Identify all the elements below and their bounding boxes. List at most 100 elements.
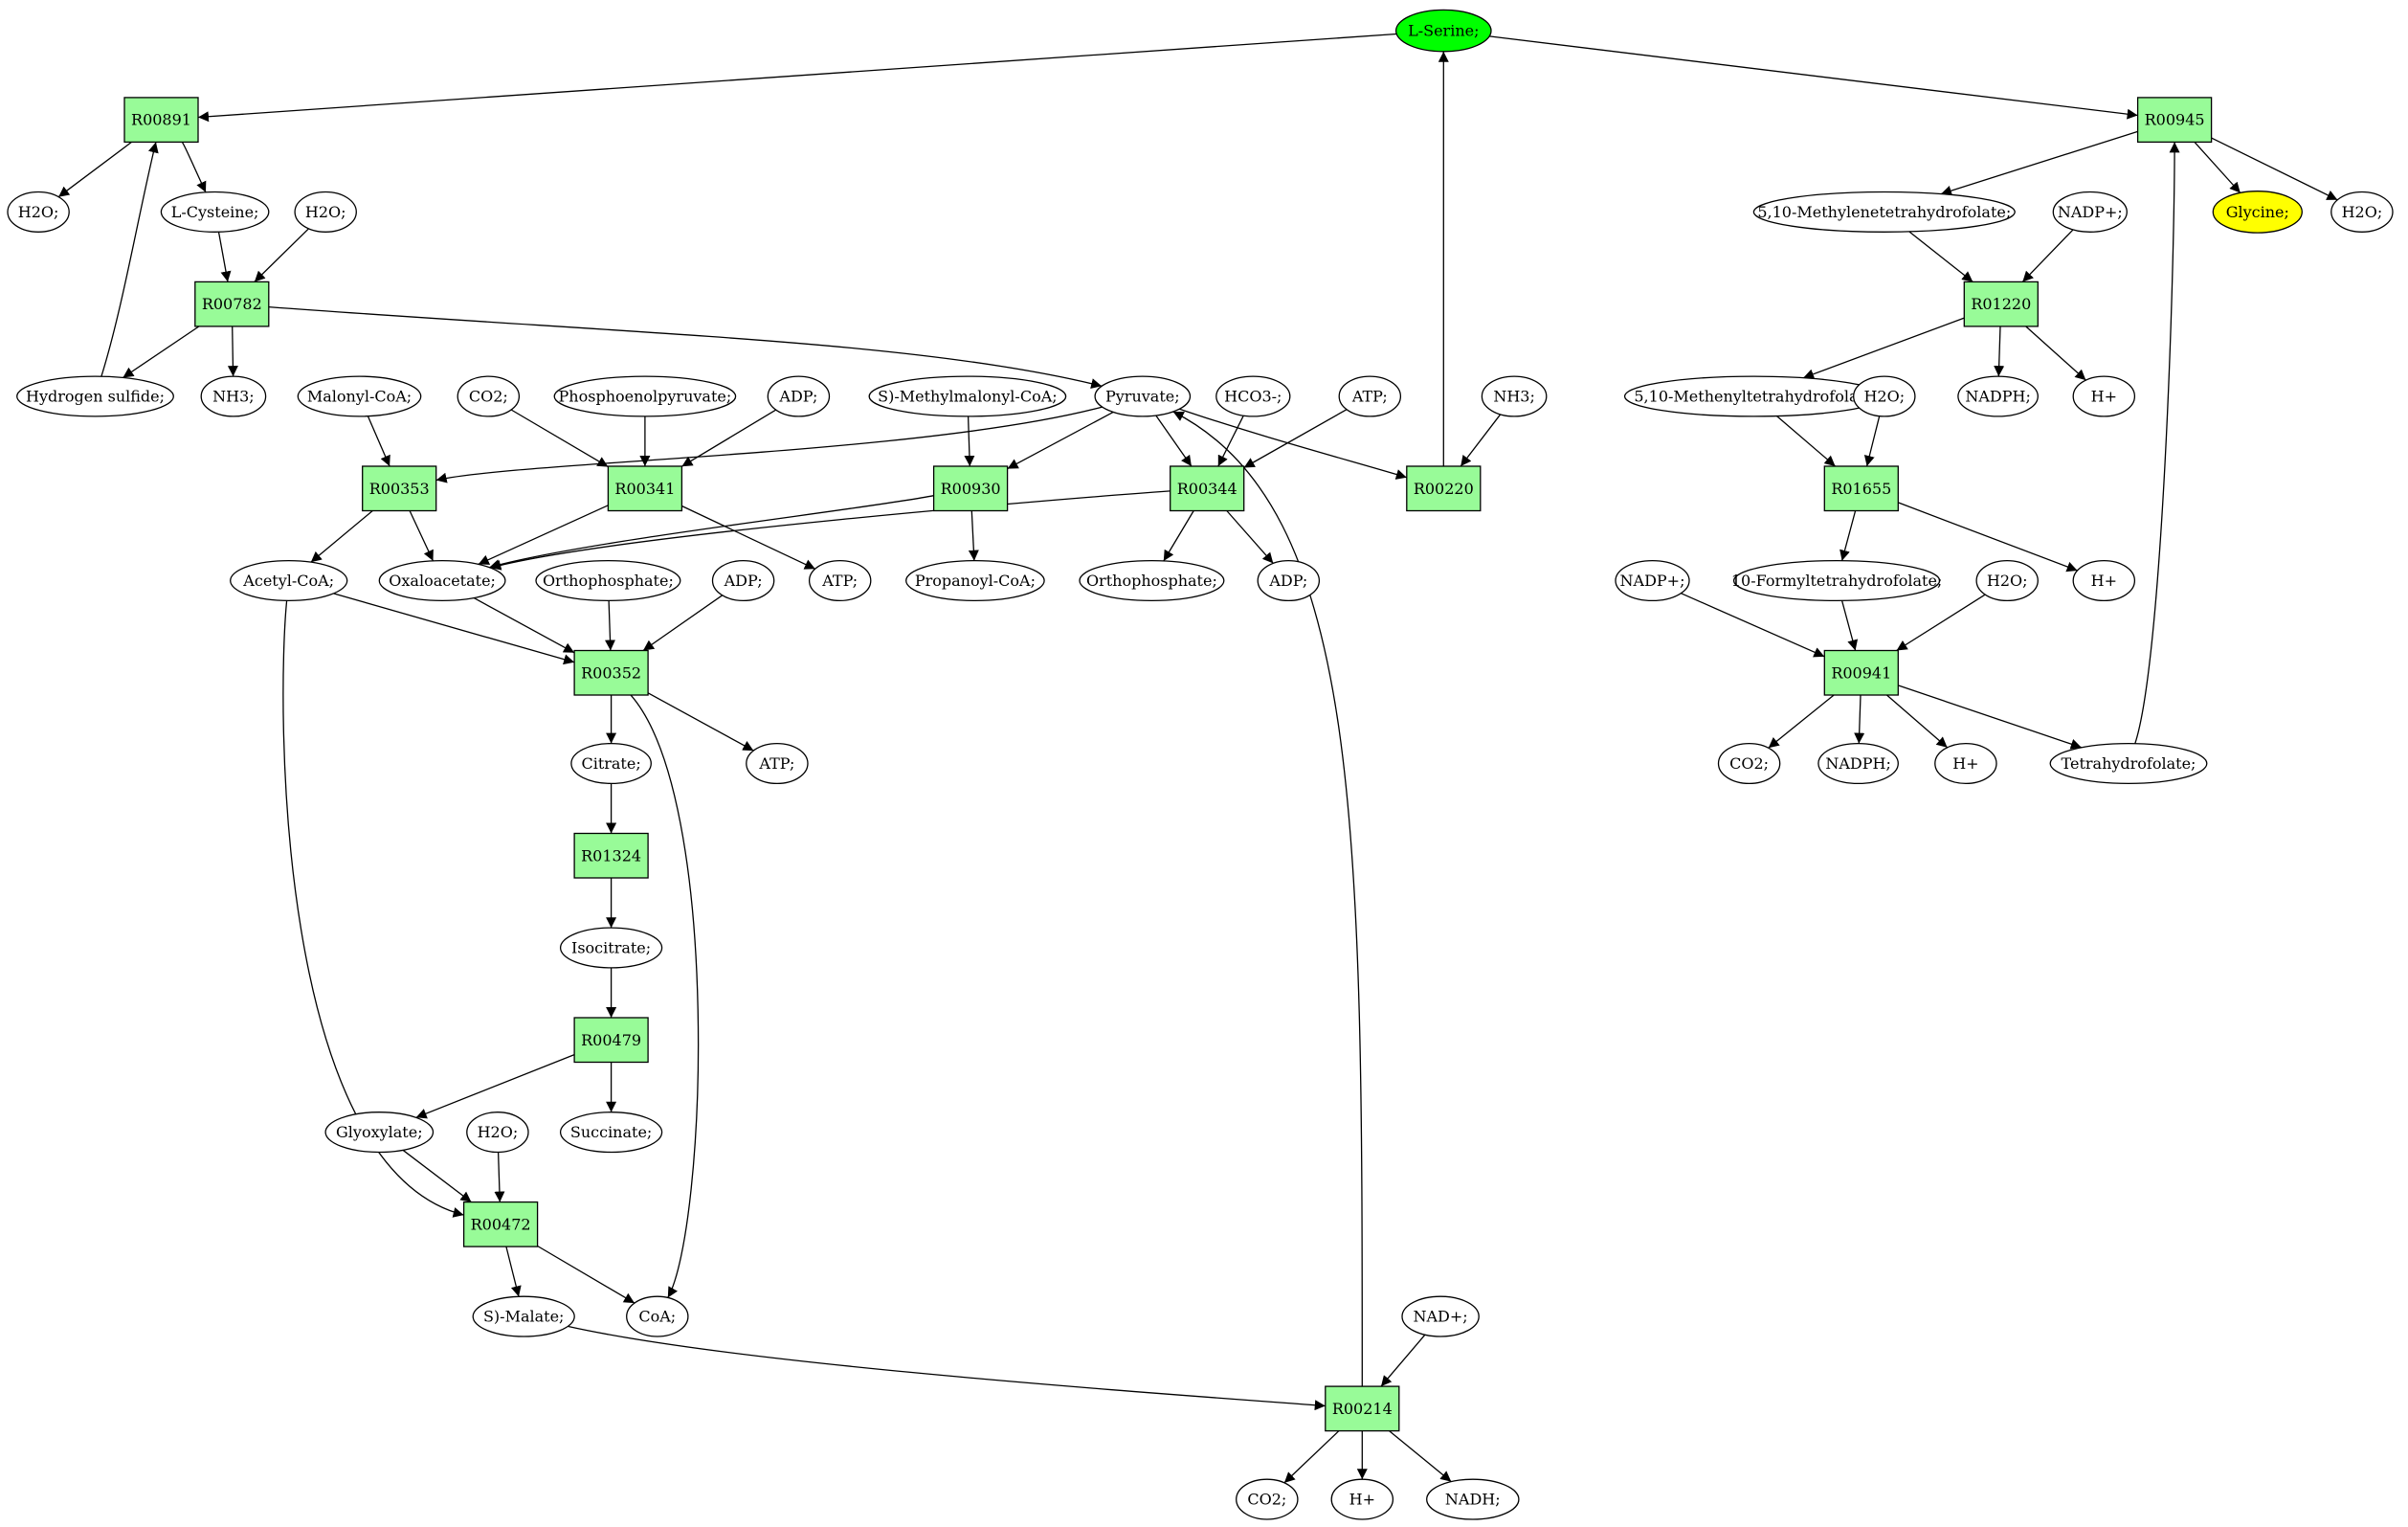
metabolite-node-nadph_b[interactable]: NADPH; bbox=[1817, 742, 1899, 785]
metabolite-node-smal[interactable]: S)-Malate; bbox=[472, 1295, 575, 1337]
reaction-node-r00479[interactable]: R00479 bbox=[573, 1017, 649, 1064]
edge-nadp_a-to-R00214 bbox=[1380, 1334, 1426, 1387]
reaction-node-r00472[interactable]: R00472 bbox=[462, 1201, 539, 1247]
metabolite-ellipse bbox=[1426, 1478, 1520, 1520]
metabolite-node-pi_b[interactable]: Orthophosphate; bbox=[1079, 559, 1225, 602]
metabolite-node-malcoa[interactable]: Malonyl-CoA; bbox=[297, 375, 422, 417]
node-label: R00941 bbox=[1831, 663, 1891, 682]
metabolite-node-nadpp_a[interactable]: NADP+; bbox=[2052, 191, 2128, 233]
metabolite-node-atp_a[interactable]: ATP; bbox=[1338, 375, 1402, 417]
reaction-node-r00353[interactable]: R00353 bbox=[362, 465, 437, 512]
metabolite-node-atp_c[interactable]: ATP; bbox=[746, 742, 809, 785]
metabolite-node-nadp_a[interactable]: NAD+; bbox=[1401, 1295, 1480, 1337]
reaction-node-r00930[interactable]: R00930 bbox=[932, 465, 1009, 512]
metabolite-node-h2o_b[interactable]: H2O; bbox=[294, 191, 357, 233]
edge-R00479-to-glyox bbox=[415, 1053, 575, 1119]
metabolite-node-hco3[interactable]: HCO3-; bbox=[1215, 375, 1291, 417]
reaction-node-r00891[interactable]: R00891 bbox=[123, 97, 199, 144]
metabolite-ellipse bbox=[294, 191, 357, 233]
metabolite-node-h2s[interactable]: Hydrogen sulfide; bbox=[16, 375, 174, 417]
metabolite-node-lserine[interactable]: L-Serine; bbox=[1394, 9, 1492, 53]
metabolite-node-adp_b[interactable]: ADP; bbox=[711, 559, 775, 602]
node-label: ATP; bbox=[758, 754, 794, 773]
edge-R00891-to-h2o_a bbox=[57, 141, 132, 198]
metabolite-node-hplus_b[interactable]: H+ bbox=[2072, 375, 2136, 417]
metabolite-node-h2o_f[interactable]: H2O; bbox=[1975, 559, 2039, 602]
metabolite-node-coa[interactable]: CoA; bbox=[626, 1295, 689, 1337]
metabolite-node-h2o_e[interactable]: H2O; bbox=[1853, 375, 1916, 417]
reaction-node-r00341[interactable]: R00341 bbox=[607, 465, 683, 512]
reaction-node-r00214[interactable]: R00214 bbox=[1325, 1385, 1400, 1432]
metabolite-node-isocit[interactable]: Isocitrate; bbox=[559, 927, 663, 969]
metabolite-node-hplus_c[interactable]: H+ bbox=[2072, 559, 2136, 602]
metabolite-node-lcys[interactable]: L-Cysteine; bbox=[160, 191, 270, 233]
edge-R00945-to-mthf bbox=[1940, 130, 2138, 196]
metabolite-ellipse bbox=[746, 742, 809, 785]
reaction-node-r00220[interactable]: R00220 bbox=[1406, 465, 1482, 512]
metabolite-node-atp_b[interactable]: ATP; bbox=[808, 559, 872, 602]
edge-nadpp_a-to-R01220 bbox=[2021, 229, 2074, 282]
metabolite-ellipse bbox=[905, 559, 1045, 602]
metabolite-node-menthf[interactable]: 5,10-Methenyltetrahydrofolate bbox=[1623, 375, 1884, 417]
edge-R00344-to-oaa bbox=[490, 490, 1171, 571]
node-label: R00472 bbox=[471, 1215, 531, 1233]
metabolite-node-accoa[interactable]: Acetyl-CoA; bbox=[230, 559, 348, 602]
metabolite-node-co2_a[interactable]: CO2; bbox=[457, 375, 521, 417]
metabolite-node-mthf[interactable]: 5,10-Methylenetetrahydrofolate; bbox=[1752, 191, 2016, 233]
metabolite-node-co2_b[interactable]: CO2; bbox=[1236, 1478, 1299, 1520]
metabolite-node-h2o_a[interactable]: H2O; bbox=[7, 191, 70, 233]
edge-R00930-to-propcoa bbox=[968, 510, 979, 561]
reaction-node-r01324[interactable]: R01324 bbox=[573, 832, 649, 879]
metabolite-node-smmcoa[interactable]: S)-Methylmalonyl-CoA; bbox=[868, 375, 1067, 417]
metabolite-node-pi_a[interactable]: Orthophosphate; bbox=[535, 559, 681, 602]
metabolite-node-adp_c[interactable]: ADP; bbox=[1257, 559, 1321, 602]
metabolite-node-pep[interactable]: Phosphoenolpyruvate; bbox=[553, 375, 737, 417]
metabolite-node-nadph_a[interactable]: NADPH; bbox=[1957, 375, 2039, 417]
node-label: Propanoyl-CoA; bbox=[915, 572, 1036, 590]
node-label: R00214 bbox=[1332, 1400, 1393, 1418]
metabolite-ellipse bbox=[559, 1112, 663, 1154]
node-label: H2O; bbox=[18, 203, 59, 221]
metabolite-node-glycine[interactable]: Glycine; bbox=[2212, 191, 2303, 234]
node-label: CO2; bbox=[1247, 1491, 1286, 1509]
metabolite-node-glyox[interactable]: Glyoxylate; bbox=[324, 1112, 435, 1154]
edge-R01655-to-fthf bbox=[1839, 510, 1857, 561]
metabolite-node-nadpp_b[interactable]: NADP+; bbox=[1615, 559, 1690, 602]
reaction-box bbox=[1823, 649, 1899, 696]
metabolite-node-co2_c[interactable]: CO2; bbox=[1717, 742, 1781, 785]
metabolite-node-nh3_a[interactable]: NH3; bbox=[200, 375, 267, 417]
reaction-node-r00941[interactable]: R00941 bbox=[1823, 649, 1899, 696]
metabolite-node-thf[interactable]: Tetrahydrofolate; bbox=[2049, 742, 2208, 785]
reaction-node-r00782[interactable]: R00782 bbox=[194, 281, 270, 327]
reaction-node-r01655[interactable]: R01655 bbox=[1823, 465, 1899, 512]
reaction-box bbox=[123, 97, 199, 144]
node-label: NADP+; bbox=[1620, 572, 1685, 590]
metabolite-node-citrate[interactable]: Citrate; bbox=[570, 742, 652, 785]
node-label: 5,10-Methylenetetrahydrofolate; bbox=[1757, 203, 2011, 221]
metabolite-node-pyr[interactable]: Pyruvate; bbox=[1094, 375, 1192, 417]
edge-pyr-to-R00930 bbox=[1007, 411, 1114, 470]
metabolite-node-h2o_d[interactable]: H2O; bbox=[2330, 191, 2394, 233]
metabolite-node-oaa[interactable]: Oxaloacetate; bbox=[378, 559, 506, 602]
metabolite-node-propcoa[interactable]: Propanoyl-CoA; bbox=[905, 559, 1045, 602]
reaction-node-r00945[interactable]: R00945 bbox=[2136, 97, 2213, 144]
edge-malcoa-to-R00353 bbox=[367, 415, 390, 467]
metabolite-node-adp_a[interactable]: ADP; bbox=[767, 375, 831, 417]
edge-R01220-to-hplus_b bbox=[2025, 326, 2086, 381]
metabolite-node-succ[interactable]: Succinate; bbox=[559, 1112, 663, 1154]
edge-accoa-to-R00352 bbox=[333, 593, 575, 665]
reaction-node-r00344[interactable]: R00344 bbox=[1170, 465, 1245, 512]
metabolite-node-hplus_a[interactable]: H+ bbox=[1330, 1478, 1394, 1520]
metabolite-node-fthf[interactable]: 10-Formyltetrahydrofolate; bbox=[1731, 559, 1942, 602]
metabolite-node-nh3_b[interactable]: NH3; bbox=[1481, 375, 1548, 417]
metabolite-ellipse bbox=[1338, 375, 1402, 417]
reaction-node-r00352[interactable]: R00352 bbox=[573, 649, 649, 696]
edge-lcys-to-R00782 bbox=[217, 232, 232, 282]
metabolite-ellipse bbox=[1094, 375, 1192, 417]
reaction-node-r01220[interactable]: R01220 bbox=[1963, 281, 2039, 327]
metabolite-node-hplus_d[interactable]: H+ bbox=[1934, 742, 1997, 785]
node-label: R00344 bbox=[1177, 480, 1237, 498]
metabolite-node-nadh[interactable]: NADH; bbox=[1426, 1478, 1520, 1520]
metabolite-node-h2o_c[interactable]: H2O; bbox=[466, 1112, 529, 1154]
edge-smmcoa-to-R00930 bbox=[964, 415, 975, 467]
